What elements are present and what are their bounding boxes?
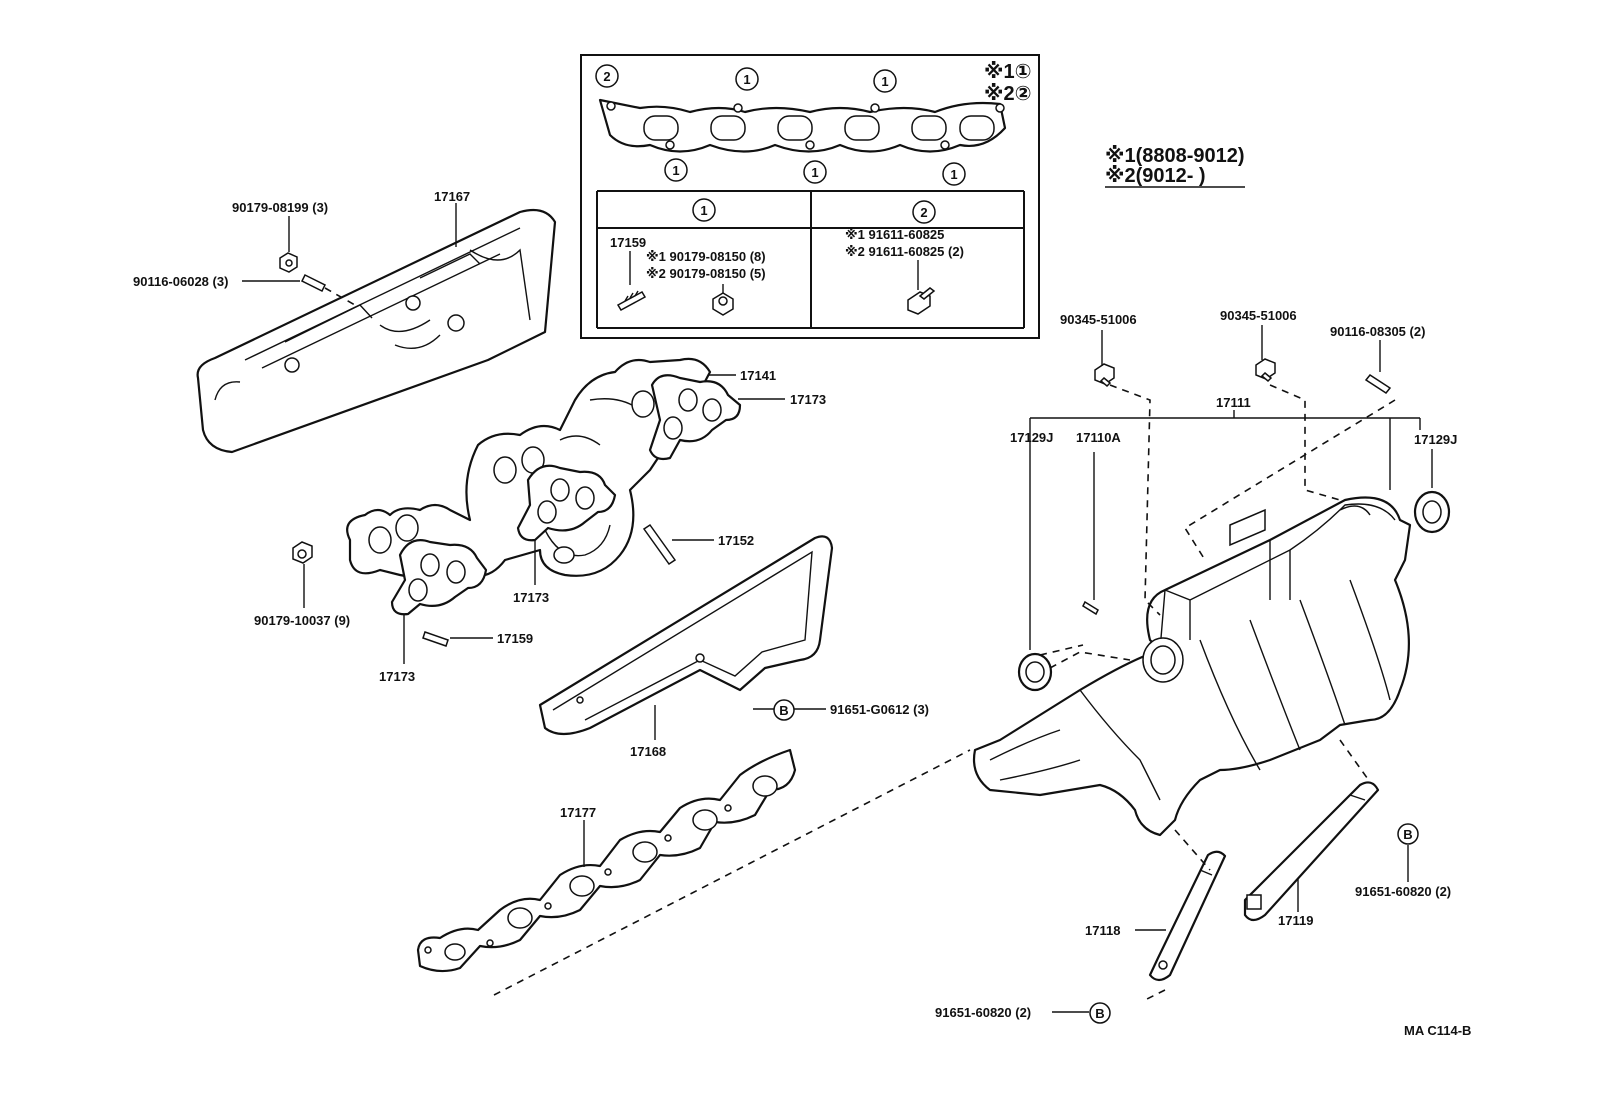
svg-text:B: B [1403, 827, 1412, 842]
svg-text:1: 1 [743, 72, 750, 87]
marker-1-bottom-c: 1 [942, 162, 966, 186]
label-17119: 17119 [1278, 913, 1313, 928]
label-90116-06028: 90116-06028 (3) [133, 274, 228, 289]
figure-code: MA C114-B [1404, 1023, 1471, 1038]
label-90179-08199: 90179-08199 (3) [232, 200, 328, 215]
label-17167: 17167 [434, 189, 470, 204]
inset-col2-line1: ※1 91611-60825 [845, 227, 944, 242]
manifold-flange-holes [368, 376, 682, 554]
label-17129j-left: 17129J [1010, 430, 1053, 445]
intake-gasket-17177 [416, 748, 797, 973]
svg-text:2: 2 [603, 69, 610, 84]
inset-col2-line2: ※2 91611-60825 (2) [845, 244, 964, 259]
inset-legend-2: ※2② [984, 83, 1032, 105]
label-17177: 17177 [560, 805, 596, 820]
svg-text:1: 1 [672, 163, 679, 178]
flange-bolt-icon [907, 287, 936, 315]
nut-icon [712, 292, 734, 316]
stud-17152 [642, 523, 677, 566]
label-17173-low: 17173 [379, 669, 415, 684]
bolt-90345-51006-right [1255, 358, 1276, 383]
stud-90116-08305 [1364, 374, 1392, 394]
label-91651-G0612: 91651-G0612 (3) [830, 702, 929, 717]
bracket-17118 [1148, 850, 1227, 982]
label-91651-60820-right: 91651-60820 (2) [1355, 884, 1451, 899]
pin-17110a [1082, 600, 1099, 616]
label-90345-51006-left: 90345-51006 [1060, 312, 1137, 327]
label-17111: 17111 [1216, 395, 1251, 410]
leader-lines [242, 203, 1433, 1013]
gasket-17129j-right [1413, 490, 1451, 534]
marker-1-bottom-b: 1 [803, 160, 827, 184]
marker-b-60820-right: B [1397, 823, 1419, 845]
inset-col1-header: 1 [700, 203, 707, 218]
exhaust-gasket-17173-mid [516, 464, 617, 542]
label-91651-60820-bottom: 91651-60820 (2) [935, 1005, 1031, 1020]
nut-90179-08199 [279, 252, 298, 273]
date-legend-2: ※2(9012- ) [1105, 165, 1206, 187]
intake-manifold-17111 [972, 496, 1412, 837]
dashed-alignment-lines [493, 384, 1396, 1001]
marker-1-bottom-a: 1 [664, 158, 688, 182]
label-17141: 17141 [740, 368, 776, 383]
marker-1-top-a: 1 [735, 67, 759, 91]
inset-frame [580, 54, 1040, 339]
label-17110a: 17110A [1076, 430, 1121, 445]
label-17129j-right: 17129J [1414, 432, 1457, 447]
label-90345-51006-right: 90345-51006 [1220, 308, 1297, 323]
inset-legend-1: ※1① [984, 61, 1032, 83]
label-17173-top: 17173 [790, 392, 826, 407]
bracket-17119 [1243, 781, 1380, 922]
heat-insulator-17168 [538, 535, 834, 736]
gasket-17129j-left [1017, 652, 1053, 692]
stud-90116-06028 [300, 273, 327, 293]
inset-col2-header: 2 [920, 205, 927, 220]
inset-col1-line1: ※1 90179-08150 (8) [646, 249, 766, 264]
exhaust-gasket-17173-top [648, 374, 742, 461]
inset-col1-line2: ※2 90179-08150 (5) [646, 266, 766, 281]
stud-icon [616, 290, 647, 312]
gasket-variant-inset: 2 1 1 1 1 1 ※1① ※2② 1 2 17159 [580, 54, 1040, 339]
marker-1-top-b: 1 [873, 69, 897, 93]
svg-text:B: B [779, 703, 788, 718]
svg-text:1: 1 [881, 74, 888, 89]
marker-2-topleft: 2 [595, 64, 619, 88]
label-17168: 17168 [630, 744, 666, 759]
svg-text:1: 1 [950, 167, 957, 182]
label-17118: 17118 [1085, 923, 1120, 938]
marker-b-g0612: B [773, 699, 795, 721]
exhaust-gasket-17173-low [390, 539, 488, 616]
label-90179-10037: 90179-10037 (9) [254, 613, 350, 628]
heat-insulator-17167 [196, 208, 557, 454]
svg-text:B: B [1095, 1006, 1104, 1021]
callout-labels: 90179-08199 (3) 17167 90116-06028 (3) 17… [133, 189, 1457, 1020]
label-17159: 17159 [497, 631, 533, 646]
svg-text:1: 1 [811, 165, 818, 180]
marker-b-60820-bottom: B [1089, 1002, 1111, 1024]
date-legend-1: ※1(8808-9012) [1105, 145, 1245, 167]
label-17173-mid: 17173 [513, 590, 549, 605]
label-17152: 17152 [718, 533, 754, 548]
bolt-90345-51006-left [1094, 363, 1115, 388]
label-90116-08305: 90116-08305 (2) [1330, 324, 1425, 339]
inset-col1-part: 17159 [610, 235, 646, 250]
stud-17159 [422, 631, 449, 647]
nut-90179-10037 [292, 541, 313, 564]
